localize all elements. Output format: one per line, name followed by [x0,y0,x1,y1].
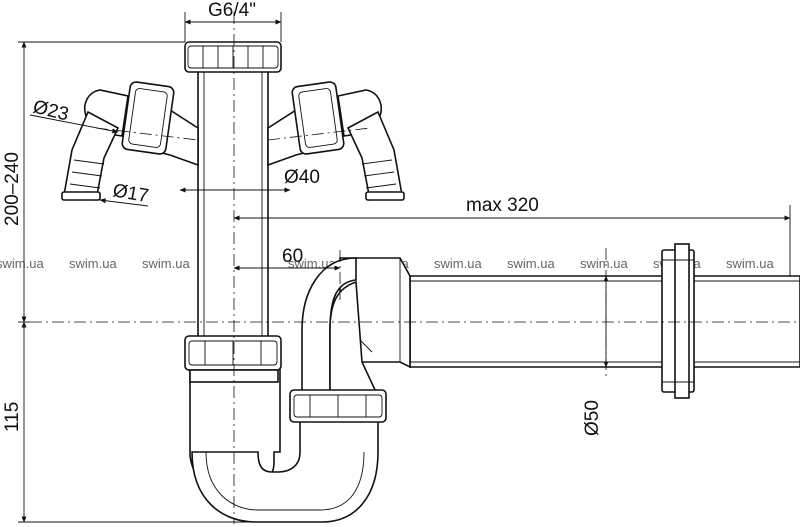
watermark-text: swim.ua [69,256,117,271]
watermark-text: swim.ua [0,256,44,271]
inlet-diameter-label: Ø23 [31,96,71,125]
watermark-text: swim.ua [434,256,482,271]
watermark-text: swim.ua [507,256,555,271]
max-length-label: max 320 [466,195,539,216]
right-branch [267,81,405,201]
watermark-text: swim.ua [726,256,774,271]
outlet-diameter-label: Ø50 [582,400,603,436]
riser-elbow [289,257,387,423]
lower-height-label: 115 [2,402,23,432]
height-range-label: 200–240 [2,152,23,226]
hose-diameter-label: Ø17 [111,180,150,207]
dimension-lines [18,12,791,523]
wall-rosette [661,243,695,399]
watermark-text: swim.ua [142,256,190,271]
left-branch [61,81,199,201]
offset-label: 60 [282,246,303,267]
top-nut [184,41,282,73]
outlet-pipe [339,257,800,369]
thread-label: G6/4" [208,0,256,21]
watermark-text: swim.ua [580,256,628,271]
pipe-diameter-label: Ø40 [284,167,320,188]
main-pipe [197,69,269,341]
